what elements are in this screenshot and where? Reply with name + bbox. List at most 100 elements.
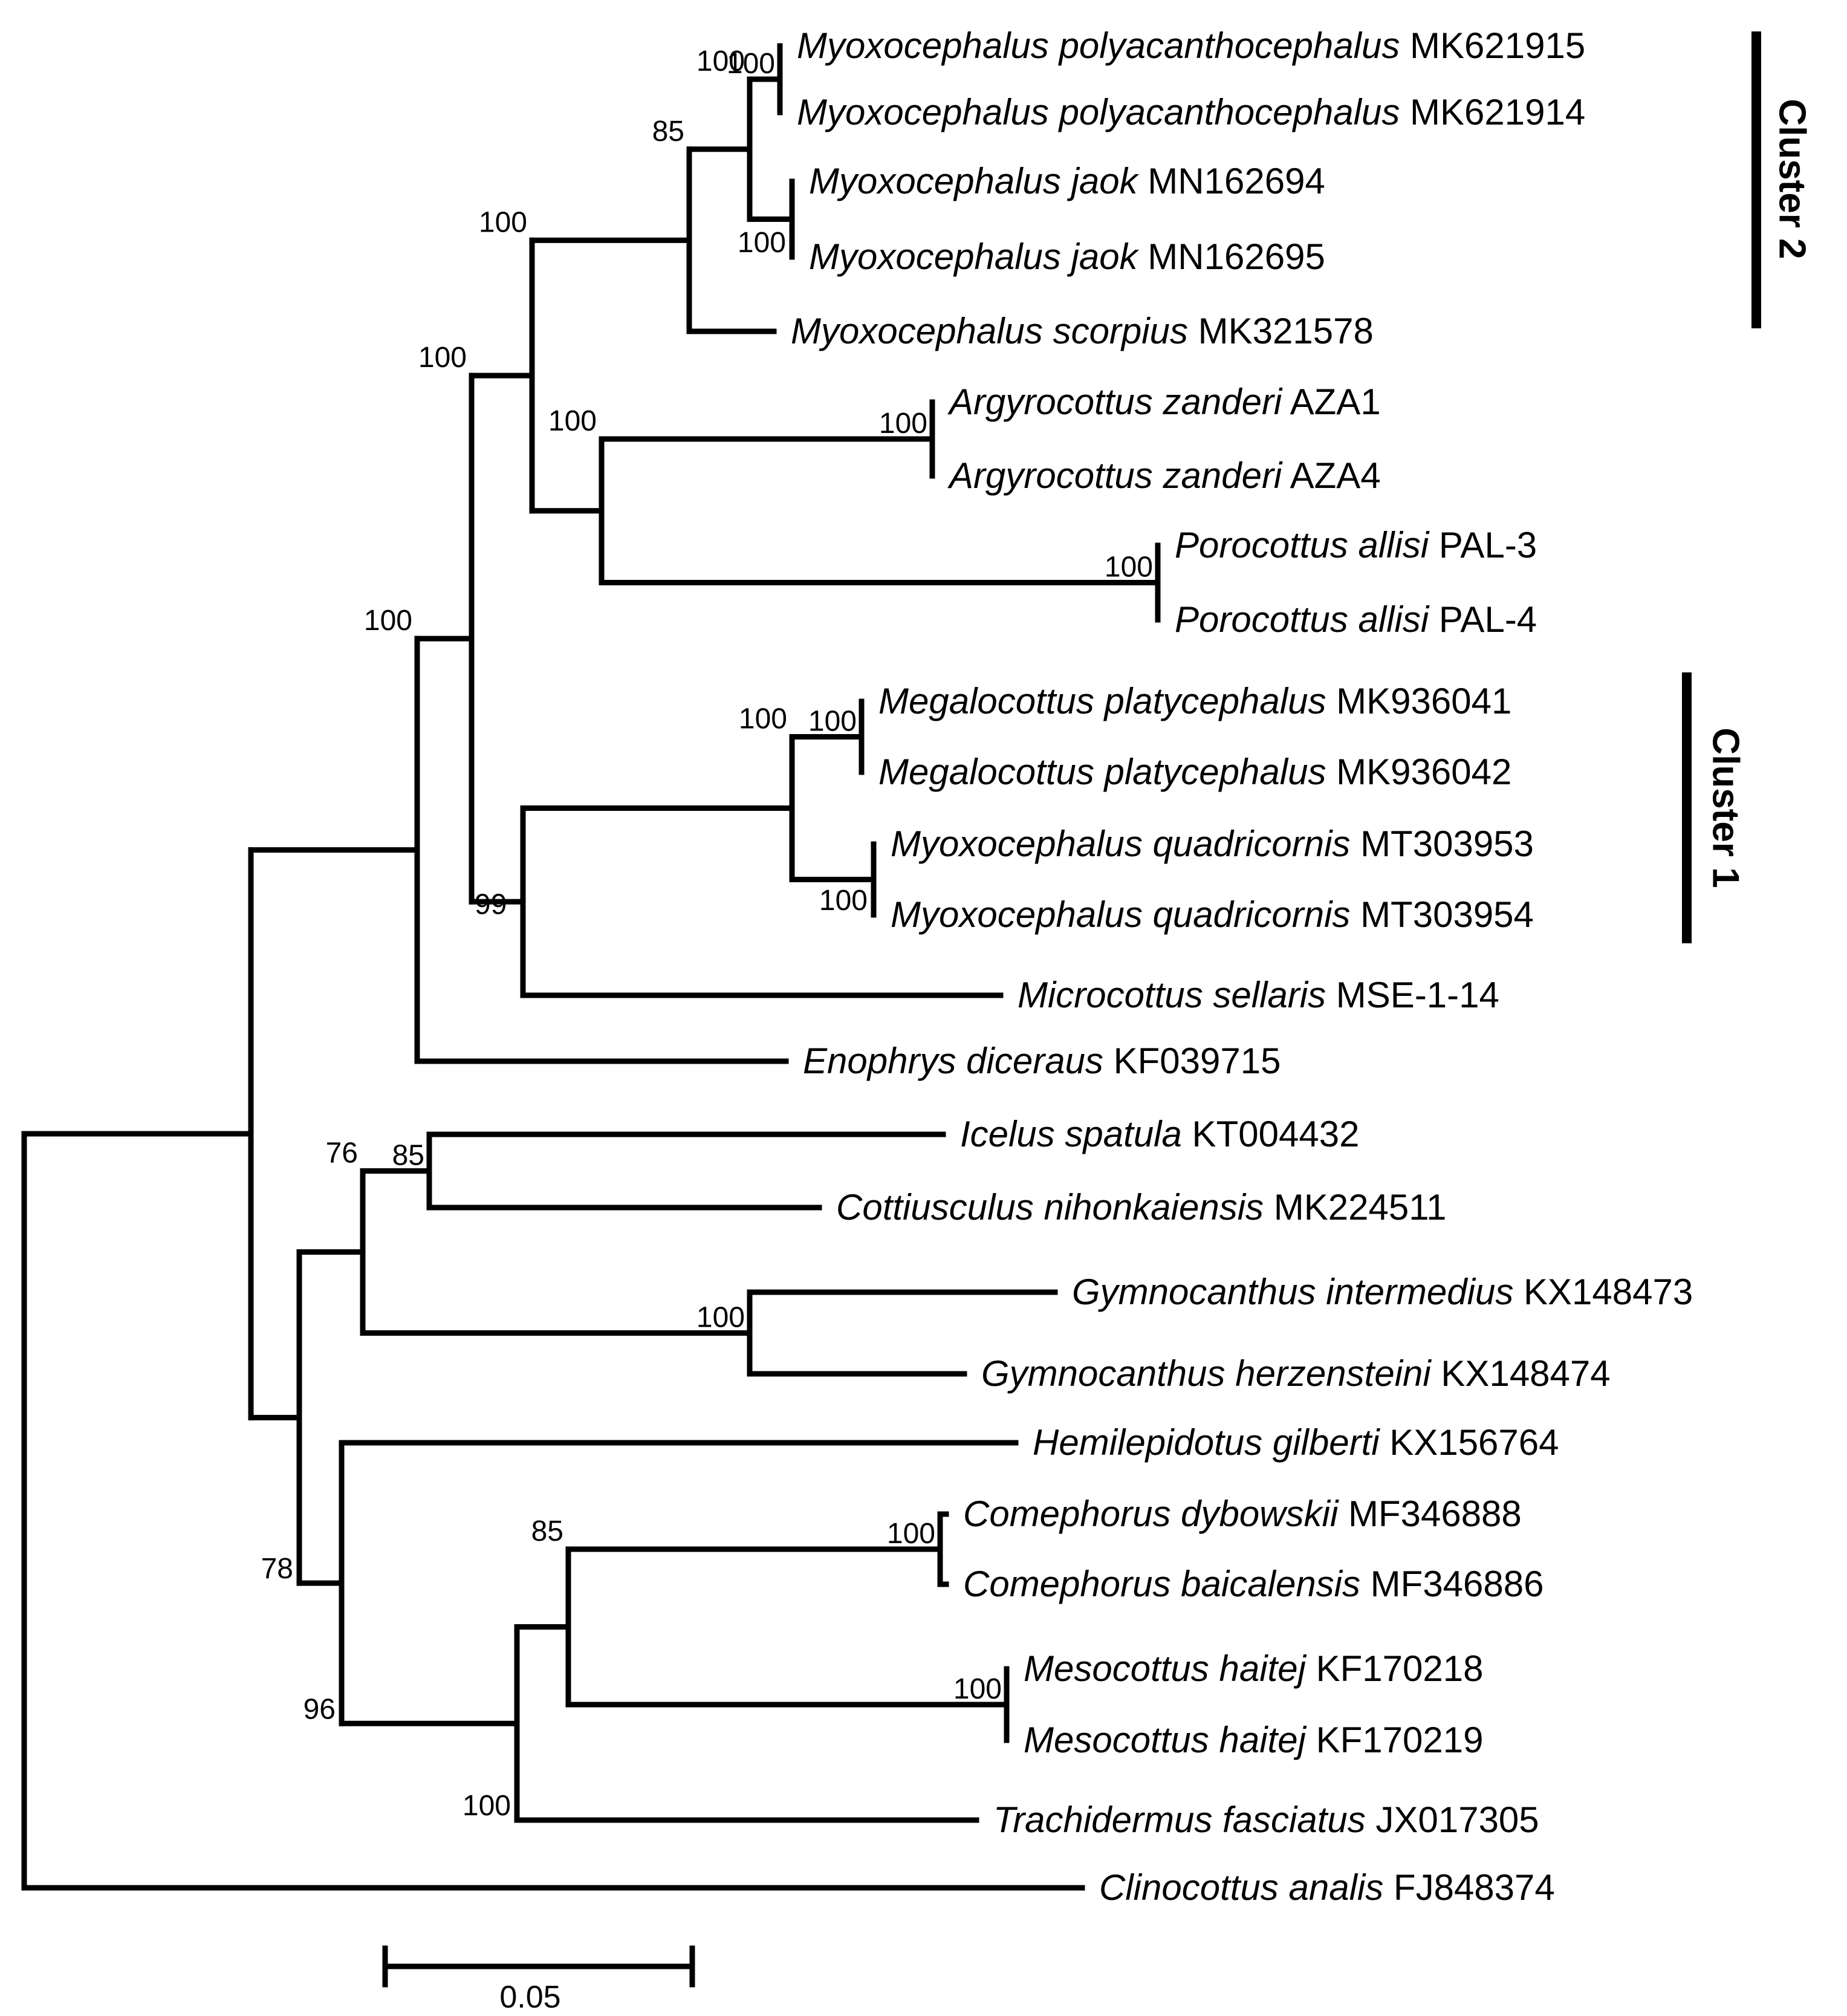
bootstrap-value: 76 <box>326 1137 358 1169</box>
bootstrap-value: 85 <box>531 1515 563 1547</box>
species-name: Comephorus dybowskii <box>963 1494 1339 1534</box>
taxon-label: Myoxocephalus quadricornis MT303953 <box>891 824 1534 864</box>
bootstrap-value: 100 <box>418 342 467 374</box>
taxon-label: Comephorus baicalensis MF346886 <box>963 1564 1544 1604</box>
bootstrap-values: 1001001008510010010010010010010099100100… <box>261 45 1153 1822</box>
accession-id: MF346888 <box>1338 1494 1522 1534</box>
accession-id: KF039715 <box>1103 1041 1281 1081</box>
bootstrap-value: 100 <box>887 1518 935 1550</box>
species-name: Trachidermus fasciatus <box>993 1800 1366 1840</box>
bootstrap-value: 78 <box>261 1553 293 1585</box>
accession-id: KT004432 <box>1182 1114 1360 1154</box>
accession-id: PAL-3 <box>1429 525 1537 565</box>
species-name: Myoxocephalus quadricornis <box>891 894 1350 935</box>
taxon-labels: Myoxocephalus polyacanthocephalus MK6219… <box>791 25 1693 1908</box>
accession-id: AZA1 <box>1282 382 1380 422</box>
species-name: Argyrocottus zanderi <box>947 455 1283 496</box>
taxon-label: Trachidermus fasciatus JX017305 <box>993 1800 1539 1840</box>
accession-id: MK224511 <box>1264 1187 1446 1227</box>
bootstrap-value: 100 <box>953 1673 1002 1705</box>
species-name: Mesocottus haitej <box>1024 1648 1307 1689</box>
bootstrap-value: 100 <box>548 405 597 437</box>
bootstrap-value: 100 <box>879 408 927 440</box>
taxon-label: Mesocottus haitej KF170218 <box>1024 1648 1483 1689</box>
species-name: Porocottus allisi <box>1175 599 1430 640</box>
species-name: Myoxocephalus quadricornis <box>891 824 1350 864</box>
accession-id: MN162695 <box>1138 236 1325 277</box>
taxon-label: Myoxocephalus jaok MN162694 <box>809 161 1325 201</box>
bootstrap-value: 100 <box>819 885 868 917</box>
taxon-label: Megalocottus platycephalus MK936041 <box>878 681 1511 721</box>
cluster-1-label: Cluster 1 <box>1705 727 1747 888</box>
taxon-label: Argyrocottus zanderi AZA1 <box>947 382 1381 422</box>
taxon-label: Comephorus dybowskii MF346888 <box>963 1494 1522 1534</box>
accession-id: MF346886 <box>1360 1564 1544 1604</box>
bootstrap-value: 96 <box>304 1693 336 1725</box>
taxon-label: Cottiusculus nihonkaiensis MK224511 <box>836 1187 1447 1227</box>
accession-id: MK621914 <box>1400 92 1585 132</box>
taxon-label: Myoxocephalus scorpius MK321578 <box>791 311 1374 351</box>
bootstrap-value: 85 <box>392 1140 424 1172</box>
taxon-label: Microcottus sellaris MSE-1-14 <box>1018 975 1499 1015</box>
bootstrap-value: 100 <box>479 206 527 238</box>
accession-id: MT303954 <box>1350 894 1534 935</box>
cluster-2-marker: Cluster 2 <box>1751 31 1813 328</box>
taxon-label: Gymnocanthus intermedius KX148473 <box>1072 1272 1693 1312</box>
taxon-label: Hemilepidotus gilberti KX156764 <box>1033 1422 1559 1463</box>
tree-branches <box>21 43 1161 1891</box>
accession-id: KF170219 <box>1306 1720 1484 1760</box>
taxon-label: Myoxocephalus jaok MN162695 <box>809 236 1325 277</box>
accession-id: MT303953 <box>1350 824 1534 864</box>
bootstrap-value: 100 <box>364 605 412 637</box>
bootstrap-value: 100 <box>738 227 786 259</box>
species-name: Megalocottus platycephalus <box>878 752 1326 792</box>
accession-id: AZA4 <box>1282 455 1380 496</box>
species-name: Porocottus allisi <box>1175 525 1430 565</box>
cluster-2-label: Cluster 2 <box>1771 99 1813 259</box>
species-name: Megalocottus platycephalus <box>878 681 1326 721</box>
taxon-label: Porocottus allisi PAL-4 <box>1175 599 1537 640</box>
taxon-label: Mesocottus haitej KF170219 <box>1024 1720 1483 1760</box>
species-name: Hemilepidotus gilberti <box>1033 1422 1380 1463</box>
bootstrap-value: 100 <box>1105 551 1153 584</box>
bootstrap-value: 100 <box>696 1302 745 1334</box>
accession-id: MN162694 <box>1138 161 1325 201</box>
taxon-label: Porocottus allisi PAL-3 <box>1175 525 1537 565</box>
accession-id: MSE-1-14 <box>1326 975 1499 1015</box>
bootstrap-value: 100 <box>727 48 775 80</box>
bootstrap-value: 100 <box>739 703 787 735</box>
scale-bar-label: 0.05 <box>499 1980 560 2015</box>
accession-id: PAL-4 <box>1429 599 1537 640</box>
taxon-label: Gymnocanthus herzensteini KX148474 <box>981 1353 1611 1394</box>
species-name: Myoxocephalus polyacanthocephalus <box>797 25 1400 66</box>
accession-id: KX148473 <box>1513 1272 1693 1312</box>
species-name: Argyrocottus zanderi <box>947 382 1283 422</box>
taxon-label: Icelus spatula KT004432 <box>960 1114 1359 1154</box>
species-name: Myoxocephalus scorpius <box>791 311 1188 351</box>
species-name: Myoxocephalus polyacanthocephalus <box>797 92 1400 132</box>
bootstrap-value: 100 <box>696 45 745 77</box>
accession-id: MK936041 <box>1326 681 1511 721</box>
bootstrap-value: 100 <box>463 1790 511 1822</box>
taxon-label: Myoxocephalus quadricornis MT303954 <box>891 894 1534 935</box>
species-name: Myoxocephalus jaok <box>809 236 1140 277</box>
accession-id: KX156764 <box>1380 1422 1559 1463</box>
accession-id: MK936042 <box>1326 752 1511 792</box>
taxon-label: Megalocottus platycephalus MK936042 <box>878 752 1511 792</box>
accession-id: MK621915 <box>1400 25 1585 66</box>
species-name: Gymnocanthus herzensteini <box>981 1353 1432 1394</box>
species-name: Clinocottus analis <box>1099 1867 1383 1908</box>
taxon-label: Enophrys diceraus KF039715 <box>803 1041 1281 1081</box>
accession-id: KX148474 <box>1431 1353 1611 1394</box>
species-name: Cottiusculus nihonkaiensis <box>836 1187 1264 1227</box>
species-name: Microcottus sellaris <box>1018 975 1326 1015</box>
taxon-label: Myoxocephalus polyacanthocephalus MK6219… <box>797 25 1585 66</box>
taxon-label: Myoxocephalus polyacanthocephalus MK6219… <box>797 92 1585 132</box>
taxon-label: Clinocottus analis FJ848374 <box>1099 1867 1555 1908</box>
species-name: Mesocottus haitej <box>1024 1720 1307 1760</box>
bootstrap-value: 85 <box>652 115 684 148</box>
accession-id: KF170218 <box>1306 1648 1484 1689</box>
taxon-label: Argyrocottus zanderi AZA4 <box>947 455 1381 496</box>
species-name: Enophrys diceraus <box>803 1041 1103 1081</box>
